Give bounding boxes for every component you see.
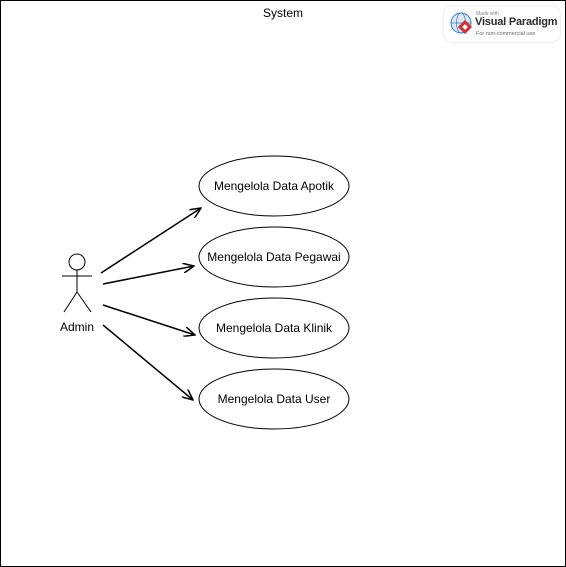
- watermark-non-commercial: For non-commercial use: [476, 31, 536, 37]
- use-case-ellipse: [198, 368, 350, 430]
- use-case-ellipse: [198, 297, 350, 359]
- use-case-pegawai[interactable]: Mengelola Data Pegawai: [198, 226, 350, 288]
- association-pegawai: [102, 266, 194, 285]
- use-case-label: Mengelola Data User: [218, 392, 331, 406]
- actor-label: Admin: [60, 320, 94, 334]
- use-case-klinik[interactable]: Mengelola Data Klinik: [198, 297, 350, 359]
- use-case-label: Mengelola Data Pegawai: [207, 250, 340, 264]
- watermark-brand: Visual Paradigm: [475, 16, 558, 28]
- use-case-user[interactable]: Mengelola Data User: [198, 368, 350, 430]
- use-case-ellipse: [198, 226, 350, 288]
- actor-left-leg: [63, 291, 78, 313]
- use-case-ellipse: [198, 155, 350, 217]
- system-title: System: [262, 6, 303, 20]
- actor-head: [68, 253, 86, 271]
- visual-paradigm-watermark: Made with Visual Paradigm For non-commer…: [444, 6, 560, 42]
- actor-admin[interactable]: Admin: [60, 253, 94, 334]
- association-apotik: [100, 208, 201, 274]
- use-case-label: Mengelola Data Klinik: [216, 321, 333, 335]
- association-klinik: [102, 304, 195, 335]
- watermark-made-with: Made with: [476, 11, 499, 17]
- use-case-apotik[interactable]: Mengelola Data Apotik: [198, 155, 350, 217]
- visual-paradigm-logo-icon: [450, 12, 473, 35]
- actor-right-leg: [76, 291, 92, 313]
- use-case-label: Mengelola Data Apotik: [214, 179, 335, 193]
- association-user: [102, 324, 193, 400]
